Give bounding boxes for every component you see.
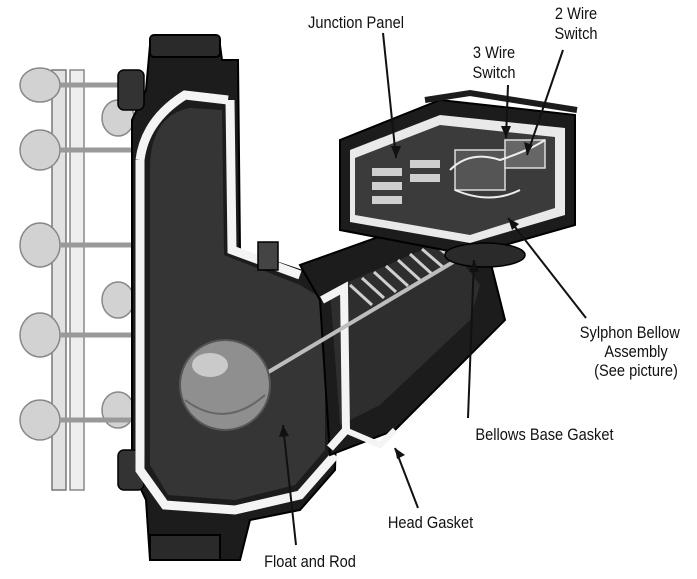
bellows-base — [444, 242, 526, 268]
label-bellows-base-gasket: Bellows Base Gasket — [475, 425, 614, 444]
switch-mechanism — [449, 139, 546, 199]
glass-fitting — [101, 281, 135, 319]
label-sylphon-bellow-line2: Assembly — [604, 342, 668, 361]
label-junction-panel: Junction Panel — [308, 13, 404, 32]
bottom-cap — [149, 534, 221, 561]
side-boss — [117, 69, 145, 111]
switch-enclosure — [339, 89, 578, 268]
glass-fitting — [101, 391, 135, 429]
label-head-gasket: Head Gasket — [387, 513, 474, 532]
sight-glass-assembly — [19, 67, 140, 491]
label-3-wire-switch-line1: 3 Wire — [472, 43, 516, 62]
sight-glass-tube-2 — [69, 69, 85, 491]
label-2-wire-switch-line1: 2 Wire — [554, 4, 598, 23]
glass-valve-knob — [19, 67, 61, 103]
leader-lines — [282, 32, 587, 546]
leader-float-and-rod — [282, 424, 297, 546]
leader-arrowheads — [279, 126, 533, 459]
label-3-wire-switch-line2: Switch — [472, 63, 516, 82]
leader-2-wire-switch — [526, 49, 564, 156]
label-sylphon-bellow-line1: Sylphon Bellow — [579, 323, 680, 342]
head-assembly — [253, 213, 507, 457]
glass-valve-knob — [19, 312, 61, 358]
float-rod — [253, 250, 472, 382]
float-chamber-body — [117, 34, 342, 561]
junction-terminals — [372, 160, 440, 204]
glass-valve-knob — [19, 129, 61, 171]
sight-glass-tube — [51, 69, 67, 491]
label-float-and-rod: Float and Rod — [264, 552, 356, 571]
leader-bellows-base-gasket — [467, 259, 475, 419]
glass-valve-knob — [19, 399, 61, 441]
label-sylphon-bellow-line3: (See picture) — [594, 361, 678, 380]
leader-sylphon-bellow — [507, 217, 587, 319]
float-ball — [179, 339, 271, 431]
leader-junction-panel — [382, 32, 397, 159]
glass-valve-knob — [19, 222, 61, 268]
label-2-wire-switch-line2: Switch — [554, 24, 598, 43]
top-cap — [149, 34, 221, 58]
bolt — [257, 241, 279, 271]
